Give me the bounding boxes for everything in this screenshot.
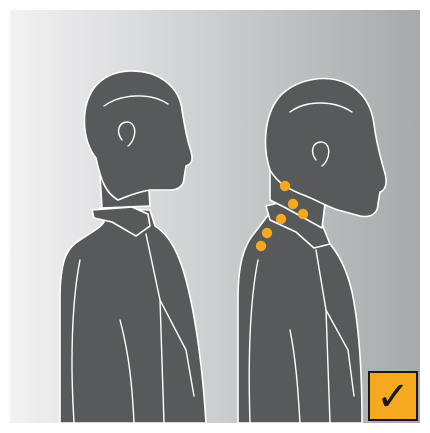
- pain-point: [298, 209, 308, 219]
- pain-point: [256, 241, 266, 251]
- checkmark-badge: ✓: [369, 372, 417, 420]
- pain-point: [262, 228, 272, 238]
- pain-point: [276, 214, 286, 224]
- pain-point: [280, 181, 290, 191]
- pain-point: [288, 199, 298, 209]
- checkmark-icon: ✓: [376, 374, 410, 420]
